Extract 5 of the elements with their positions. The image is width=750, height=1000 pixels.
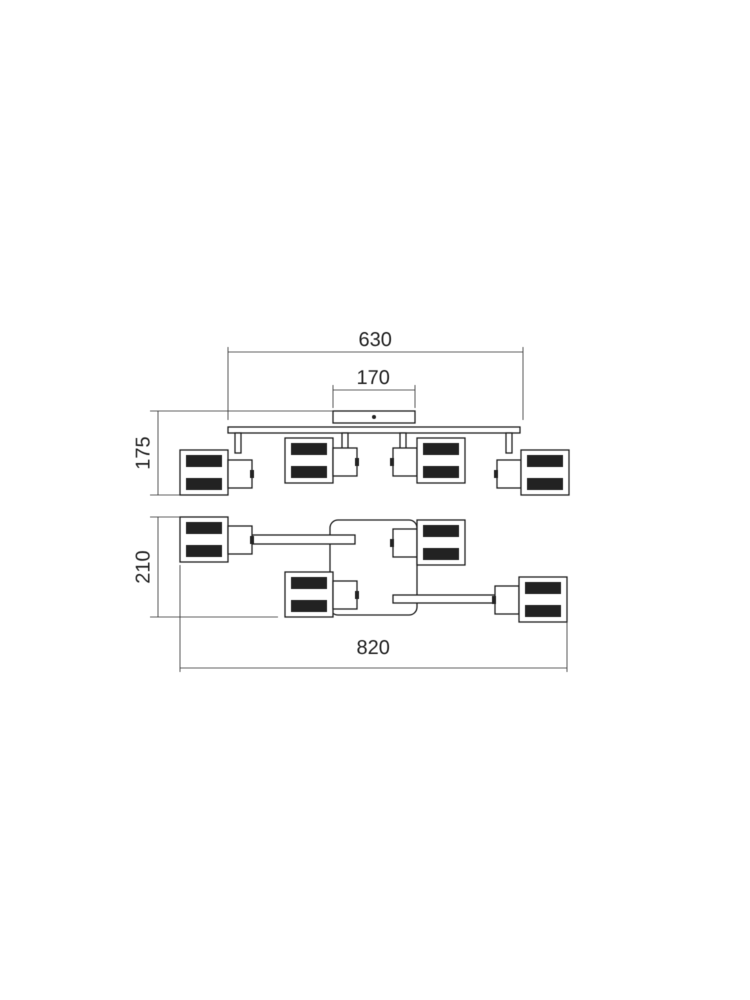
dimension-label: 175 [133, 436, 154, 470]
dimension-label: 820 [356, 638, 390, 658]
dimension-label: 630 [358, 330, 392, 350]
dimension-label: 210 [133, 550, 154, 584]
dimension-label: 170 [356, 368, 390, 388]
